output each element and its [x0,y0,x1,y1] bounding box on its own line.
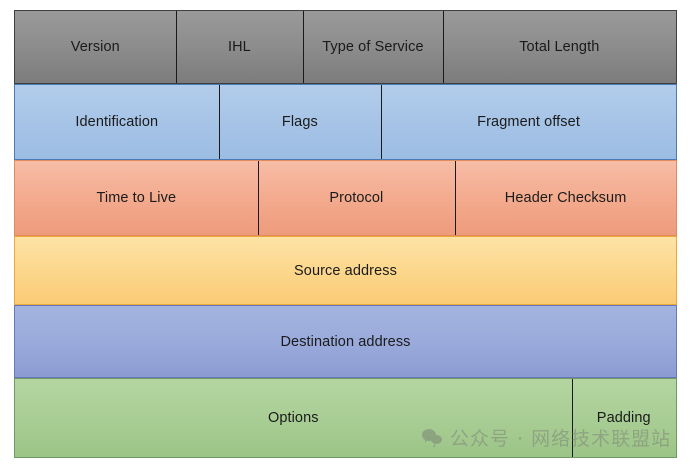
field-label: Options [267,410,319,426]
field-fragment-offset: Fragment offset [381,85,676,159]
field-identification: Identification [15,85,219,159]
field-type-of-service: Type of Service [303,11,442,83]
header-row-destination-address: Destination address [14,305,677,378]
field-label: Total Length [519,39,600,55]
field-label: Type of Service [322,39,424,55]
field-label: Flags [281,114,318,130]
field-flags: Flags [218,85,382,159]
field-padding: Padding [571,379,676,457]
field-protocol: Protocol [257,161,456,235]
header-row-ttl: Time to Live Protocol Header Checksum [14,160,677,236]
field-version: Version [15,11,176,83]
field-label: Destination address [280,333,411,350]
field-label: Time to Live [96,190,177,206]
field-label: Version [70,39,120,55]
field-options: Options [15,379,572,457]
header-row-source-address: Source address [14,236,677,305]
header-row-version: Version IHL Type of Service Total Length [14,10,677,84]
header-row-options: Options Padding [14,378,677,458]
field-total-length: Total Length [442,11,676,83]
field-ihl: IHL [175,11,304,83]
field-label: Protocol [329,190,384,206]
field-destination-address: Destination address [15,306,676,377]
field-label: IHL [227,39,251,55]
field-label: Fragment offset [477,114,580,130]
field-header-checksum: Header Checksum [455,161,676,235]
field-label: Padding [596,410,651,426]
field-time-to-live: Time to Live [15,161,258,235]
header-row-identification: Identification Flags Fragment offset [14,84,677,160]
field-source-address: Source address [15,237,676,304]
header-field-table: Version IHL Type of Service Total Length… [14,10,677,458]
field-label: Header Checksum [504,190,627,206]
field-label: Identification [75,114,159,130]
field-label: Source address [294,262,397,279]
